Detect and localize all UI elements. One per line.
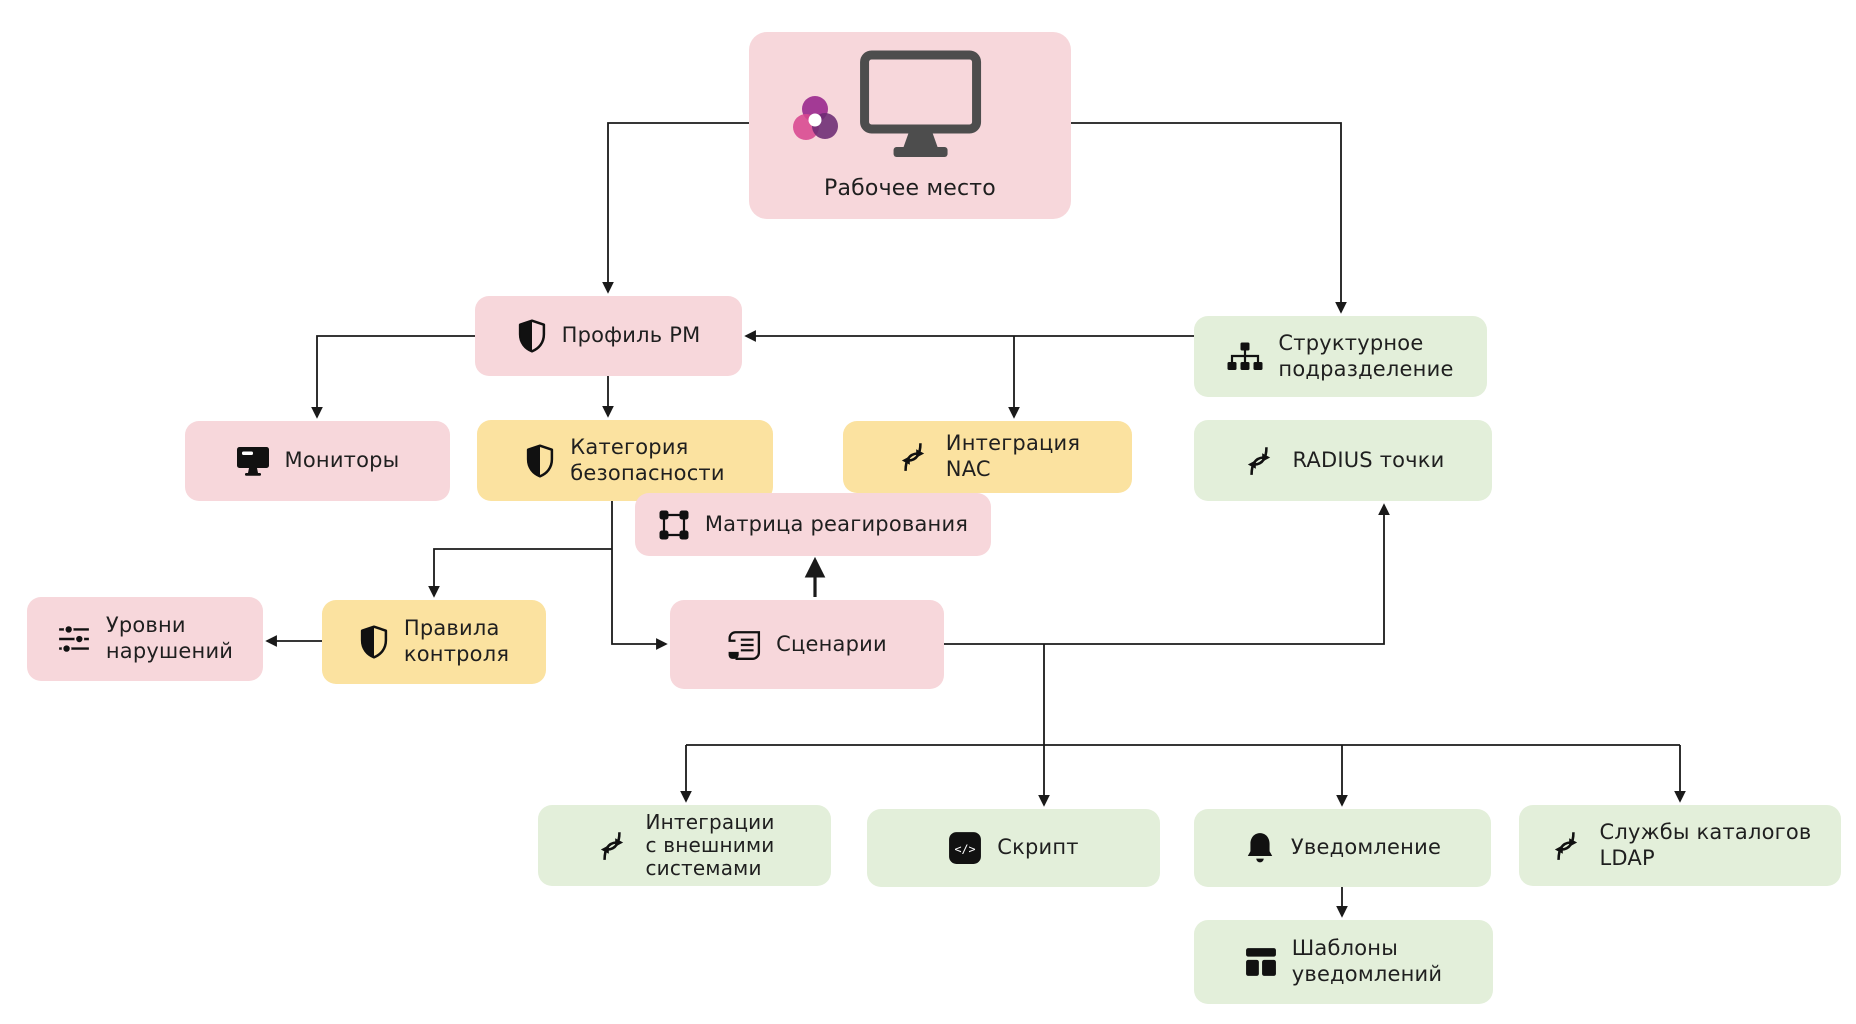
node-label: Мониторы xyxy=(284,448,400,473)
node-structural-unit: Структурное подразделение xyxy=(1194,316,1487,397)
node-label: Уведомление xyxy=(1290,835,1442,860)
node-label: Скрипт xyxy=(997,835,1079,860)
shield-icon xyxy=(527,443,554,478)
workstation-monitor-icon xyxy=(860,50,982,158)
node-label: Профиль РМ xyxy=(561,323,701,348)
edge-workplace-structural xyxy=(1071,122,1347,314)
scroll-icon xyxy=(728,630,761,660)
node-label: Интеграция NAC xyxy=(945,431,1081,481)
template-grid-icon xyxy=(1245,948,1276,976)
edge-profile-monitors xyxy=(311,335,475,419)
node-label: Правила контроля xyxy=(403,616,510,666)
shield-icon xyxy=(360,625,387,659)
integration-icon xyxy=(1248,446,1271,475)
node-control-rules: Правила контроля xyxy=(322,600,546,684)
edge-workplace-profile xyxy=(602,122,749,294)
node-label: Матрица реагирования xyxy=(704,511,969,536)
integration-icon xyxy=(901,443,924,471)
matrix-icon xyxy=(659,510,689,539)
workplace-artwork xyxy=(765,48,1055,168)
node-label: Интеграции с внешними системами xyxy=(645,810,775,880)
node-scenarios: Сценарии xyxy=(670,600,944,689)
svg-text:</>: </> xyxy=(955,842,976,856)
node-script: </> Скрипт xyxy=(867,809,1160,887)
node-label: RADIUS точки xyxy=(1292,447,1445,472)
node-notification: Уведомление xyxy=(1194,809,1491,887)
node-label: Рабочее место xyxy=(824,176,996,202)
node-radius-points: RADIUS точки xyxy=(1194,420,1492,501)
node-violation-levels: Уровни нарушений xyxy=(27,597,263,681)
code-icon: </> xyxy=(949,832,982,864)
integration-icon xyxy=(601,831,624,860)
bell-icon xyxy=(1247,833,1273,863)
integration-icon xyxy=(1555,831,1578,860)
node-label: Сценарии xyxy=(776,631,887,656)
node-label: Категория безопасности xyxy=(570,434,725,485)
shield-icon xyxy=(518,319,545,353)
node-ldap-catalog-services: Службы каталогов LDAP xyxy=(1519,805,1841,886)
org-chart-icon xyxy=(1227,342,1263,370)
brand-logo-icon xyxy=(793,96,838,141)
edge-scenarios-radius xyxy=(944,503,1390,645)
node-security-category: Категория безопасности xyxy=(477,420,773,501)
node-label: Структурное подразделение xyxy=(1278,330,1454,381)
node-workplace: Рабочее место xyxy=(749,32,1071,219)
node-notification-templates: Шаблоны уведомлений xyxy=(1194,920,1493,1004)
node-profile-rm: Профиль РМ xyxy=(475,296,742,376)
node-label: Уровни нарушений xyxy=(105,613,234,663)
node-label: Службы каталогов LDAP xyxy=(1599,819,1812,870)
monitor-icon xyxy=(236,446,269,476)
node-monitors: Мониторы xyxy=(185,421,450,501)
node-nac-integration: Интеграция NAC xyxy=(843,421,1132,493)
node-label: Шаблоны уведомлений xyxy=(1291,936,1443,986)
node-reaction-matrix: Матрица реагирования xyxy=(635,493,991,556)
edge-security-control-rules xyxy=(428,548,612,598)
node-external-integrations: Интеграции с внешними системами xyxy=(538,805,831,886)
sliders-icon xyxy=(58,624,89,654)
